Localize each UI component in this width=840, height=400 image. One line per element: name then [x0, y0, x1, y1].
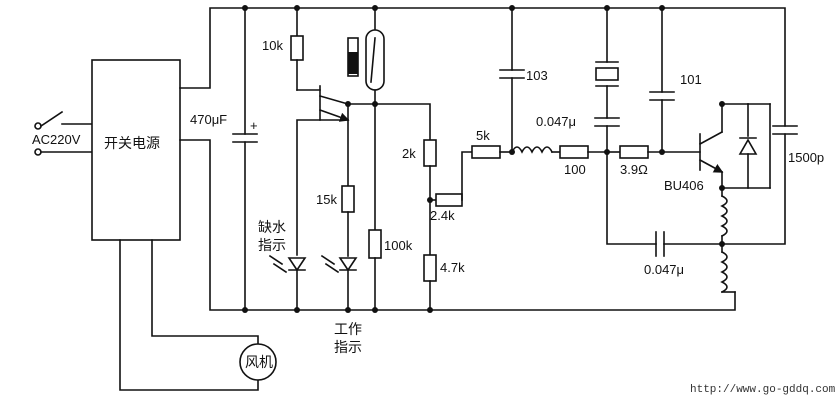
r-3-9-label: 3.9Ω — [620, 162, 648, 177]
switching-power-supply — [91, 59, 181, 241]
transistor-label: BU406 — [664, 178, 704, 193]
cap-0047-bottom-label: 0.047μ — [644, 262, 684, 277]
resistor-5k — [471, 145, 501, 159]
fan-motor — [239, 343, 277, 381]
resistor-15k — [341, 185, 355, 213]
main-filter-capacitor — [232, 7, 258, 311]
r-5k-label: 5k — [476, 128, 490, 143]
ac-source-label: AC220V — [32, 132, 81, 147]
work-label-2: 指示 — [334, 340, 362, 356]
r-100-label: 100 — [564, 162, 586, 177]
inductor-input — [510, 146, 554, 154]
resistor-3-9 — [619, 145, 649, 159]
r-2-4k-label: 2.4k — [430, 208, 455, 223]
r-15k-label: 15k — [316, 192, 337, 207]
cap-101-label: 101 — [680, 72, 702, 87]
low-water-label-1: 缺水 — [258, 220, 286, 236]
crystal-resonator — [595, 67, 619, 81]
cap-main-plus: + — [250, 118, 258, 133]
r-4-7k-label: 4.7k — [440, 260, 465, 275]
fan-label: 风机 — [245, 355, 273, 371]
inductor-coil-upper — [720, 194, 728, 238]
resistor-100 — [559, 145, 589, 159]
bu406-transistor — [698, 130, 724, 174]
resistor-4-7k — [423, 254, 437, 282]
ac-input — [34, 110, 93, 156]
work-label-1: 工作 — [334, 322, 362, 338]
low-water-led — [268, 254, 307, 311]
cap-103-label: 103 — [526, 68, 548, 83]
psu-label: 开关电源 — [104, 136, 160, 152]
resistor-2-4k — [435, 193, 463, 207]
damper-diode — [738, 103, 758, 189]
resistor-2k — [423, 139, 437, 167]
r-2k-label: 2k — [402, 146, 416, 161]
cap-main-label: 470μF — [190, 112, 227, 127]
inductor-coil-lower — [720, 250, 728, 294]
cap-1500p-label: 1500p — [788, 150, 824, 165]
resistor-10k — [290, 35, 304, 61]
work-led — [320, 254, 358, 311]
power-switch — [39, 110, 64, 128]
r-100k-label: 100k — [384, 238, 413, 253]
cap-0047-top-label: 0.047μ — [536, 114, 576, 129]
resistor-100k — [368, 229, 382, 259]
r-10k-label: 10k — [262, 38, 283, 53]
watermark-url: http://www.go-gddq.com — [690, 384, 836, 396]
low-water-label-2: 指示 — [258, 238, 286, 254]
driver-transistor — [318, 85, 350, 122]
junction-dots — [242, 5, 725, 313]
